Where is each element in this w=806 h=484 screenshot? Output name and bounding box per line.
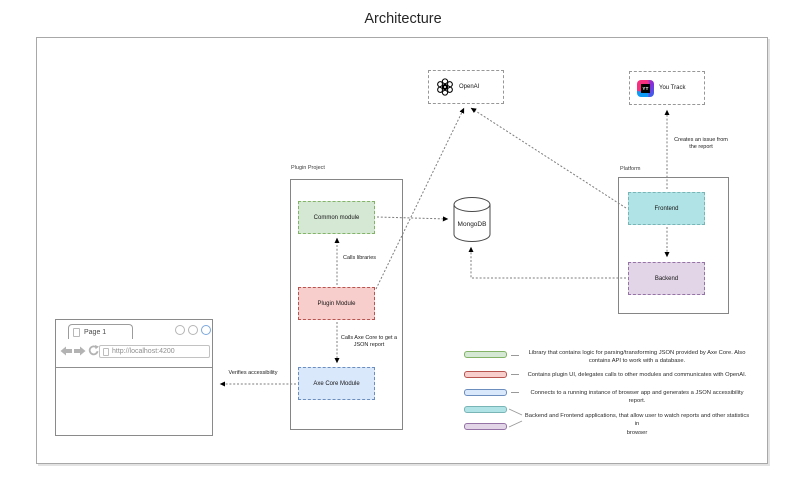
openai-node: OpenAI bbox=[428, 70, 504, 104]
legend-swatch-purple bbox=[464, 423, 507, 430]
edge-label-creates-issue-line2: the report bbox=[689, 144, 713, 151]
plugin-project-frame bbox=[290, 179, 403, 430]
edge-label-calls-axe-core-line1: Calls Axe Core to get a bbox=[340, 335, 398, 341]
edge-label-creates-issue: Creates an issue from the report bbox=[668, 137, 734, 151]
youtrack-logo-monogram: YT bbox=[641, 83, 650, 93]
legend-swatch-green bbox=[464, 351, 507, 358]
legend-entry-plugin: Contains plugin UI, delegates calls to o… bbox=[522, 371, 752, 379]
legend-entry-line: Contains plugin UI, delegates calls to o… bbox=[527, 372, 747, 378]
back-icon bbox=[60, 346, 72, 356]
openai-label: OpenAI bbox=[459, 84, 480, 90]
legend-swatch-red bbox=[464, 371, 507, 378]
youtrack-node: YT You Track bbox=[629, 71, 705, 105]
diagram-canvas-frame bbox=[36, 37, 768, 464]
browser-tab: Page 1 bbox=[68, 324, 133, 339]
mongodb-cylinder-icon bbox=[453, 197, 491, 242]
legend-swatch-blue bbox=[464, 389, 507, 396]
legend-swatch-teal bbox=[464, 406, 507, 413]
legend-entry-axe: Connects to a running instance of browse… bbox=[522, 389, 752, 406]
window-button-icon bbox=[175, 325, 185, 335]
edge-label-calls-axe-core: Calls Axe Core to get a JSON report bbox=[336, 335, 402, 349]
edge-label-creates-issue-line1: Creates an issue from bbox=[674, 137, 728, 143]
legend-entry-line: Library that contains logic for parsing/… bbox=[528, 350, 746, 356]
legend-entry-line: Connects to a running instance of browse… bbox=[530, 390, 744, 405]
legend-entry-common: Library that contains logic for parsing/… bbox=[522, 349, 752, 366]
refresh-icon bbox=[88, 345, 99, 356]
edge-label-verifies-accessibility: Verifies accessibility bbox=[228, 370, 278, 376]
edge-label-calls-axe-core-line2: JSON report bbox=[353, 342, 385, 349]
legend-entry-line: Backend and Frontend applications, that … bbox=[524, 413, 750, 428]
youtrack-label: You Track bbox=[659, 85, 686, 91]
page-icon bbox=[103, 347, 109, 356]
browser-tab-label: Page 1 bbox=[84, 328, 107, 336]
plugin-project-label: Plugin Project bbox=[291, 165, 325, 171]
backend-node: Backend bbox=[628, 262, 705, 295]
legend-dash bbox=[511, 355, 519, 356]
backend-label: Backend bbox=[654, 275, 679, 282]
browser-window-mockup: Page 1 http://localhost:4200 bbox=[55, 319, 213, 436]
legend-entry-platform: Backend and Frontend applications, that … bbox=[522, 412, 752, 437]
frontend-label: Frontend bbox=[654, 205, 679, 212]
axe-core-module-node: Axe Core Module bbox=[298, 367, 375, 400]
url-bar: http://localhost:4200 bbox=[99, 345, 210, 358]
plugin-module-label: Plugin Module bbox=[317, 300, 356, 307]
common-module-label: Common module bbox=[313, 214, 360, 221]
common-module-node: Common module bbox=[298, 201, 375, 234]
legend-entry-line: contains API to work with a database. bbox=[588, 358, 686, 365]
frontend-node: Frontend bbox=[628, 192, 705, 225]
youtrack-logo-icon: YT bbox=[637, 79, 654, 97]
legend-dash bbox=[511, 374, 519, 375]
edge-label-calls-libraries: Calls libraries bbox=[343, 255, 377, 261]
window-button-icon bbox=[201, 325, 211, 335]
mongodb-label: MongoDB bbox=[457, 221, 487, 228]
page-title: Architecture bbox=[364, 11, 442, 27]
openai-logo-icon bbox=[437, 78, 453, 96]
platform-label: Platform bbox=[620, 166, 641, 172]
page-icon bbox=[73, 327, 80, 337]
browser-toolbar-divider bbox=[56, 367, 212, 368]
forward-icon bbox=[74, 346, 86, 356]
axe-core-module-label: Axe Core Module bbox=[313, 380, 360, 387]
legend-dash bbox=[511, 392, 519, 393]
platform-frame bbox=[618, 177, 729, 314]
window-button-icon bbox=[188, 325, 198, 335]
legend-entry-line: browser bbox=[626, 429, 648, 436]
plugin-module-node: Plugin Module bbox=[298, 287, 375, 320]
url-text: http://localhost:4200 bbox=[112, 348, 175, 355]
